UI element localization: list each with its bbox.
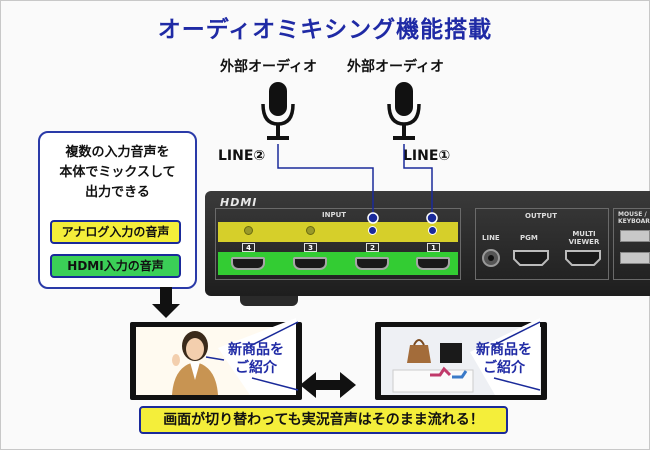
mouse-keyboard-panel [613, 208, 650, 280]
line-2-cable [277, 144, 374, 214]
audio-jack-icon [244, 226, 253, 235]
hdmi-port-icon [231, 257, 265, 270]
input-title: INPUT [322, 211, 347, 219]
port-number: 4 [242, 243, 255, 252]
presenter-face [186, 338, 204, 360]
bubble-text-left: 新商品を ご紹介 [228, 341, 284, 377]
handbag-icon [407, 345, 431, 363]
hdmi-audio-tag: HDMI入力の音声 [50, 254, 181, 278]
analog-input-strip [218, 222, 458, 242]
caption-box [139, 406, 508, 434]
line-1-connector-icon [426, 212, 438, 224]
hdmi-port-icon [416, 257, 450, 270]
output-panel [475, 208, 609, 280]
line-1-label: LINE① [403, 148, 451, 164]
down-arrow-icon [152, 287, 180, 318]
analog-audio-tag: アナログ入力の音声 [50, 220, 181, 244]
output-title: OUTPUT [525, 212, 557, 220]
page-title: オーディオミキシング機能搭載 [157, 17, 493, 43]
callout-line: 本体でミックスして [59, 165, 176, 180]
line-2-connector-icon [367, 212, 379, 224]
speech-bubble-right [470, 318, 540, 395]
bubble-text-right: 新商品を ご紹介 [476, 341, 532, 377]
hdmi-input-strip [218, 252, 458, 275]
bubble-line: 新商品を [476, 342, 532, 358]
shoe-icon [452, 370, 468, 379]
mic-label-left: 外部オーディオ [220, 59, 318, 75]
thumbs-up-hand [172, 354, 180, 366]
port-number: 1 [427, 243, 440, 252]
audio-jack-icon [368, 226, 377, 235]
product-shelf [392, 369, 474, 393]
output-pgm-label: PGM [520, 234, 538, 242]
output-line-label: LINE [482, 234, 500, 242]
shoe-icon [430, 366, 452, 377]
callout-line: 出力できる [85, 185, 150, 200]
caption-text: 画面が切り替わっても実況音声はそのまま流れる！ [163, 412, 484, 428]
microphone-icon [387, 82, 421, 140]
switch-arrow-icon [300, 372, 356, 398]
line-1-cable [403, 144, 433, 214]
speech-bubble-left [218, 318, 296, 395]
audio-jack-icon [306, 226, 315, 235]
port-number: 2 [366, 243, 379, 252]
audio-jack-icon [428, 226, 437, 235]
bag-icon [440, 343, 462, 363]
hdmi-logo: HDMI [220, 196, 258, 209]
mouse-keyboard-label: MOUSE / KEYBOARD [618, 211, 650, 225]
microphone-icon [261, 82, 295, 140]
hdmi-port-icon [293, 257, 327, 270]
port-number: 3 [304, 243, 317, 252]
mic-label-right: 外部オーディオ [347, 59, 445, 75]
line-2-label: LINE② [218, 148, 266, 164]
output-multiviewer-label: MULTI VIEWER [568, 230, 600, 246]
bubble-line: ご紹介 [235, 360, 277, 376]
hdmi-port-icon [355, 257, 389, 270]
callout-line: 複数の入力音声を [65, 145, 170, 160]
callout-text: 複数の入力音声を 本体でミックスして 出力できる [38, 143, 197, 203]
bubble-line: 新商品を [228, 342, 284, 358]
input-panel [215, 208, 461, 280]
bubble-line: ご紹介 [483, 360, 525, 376]
